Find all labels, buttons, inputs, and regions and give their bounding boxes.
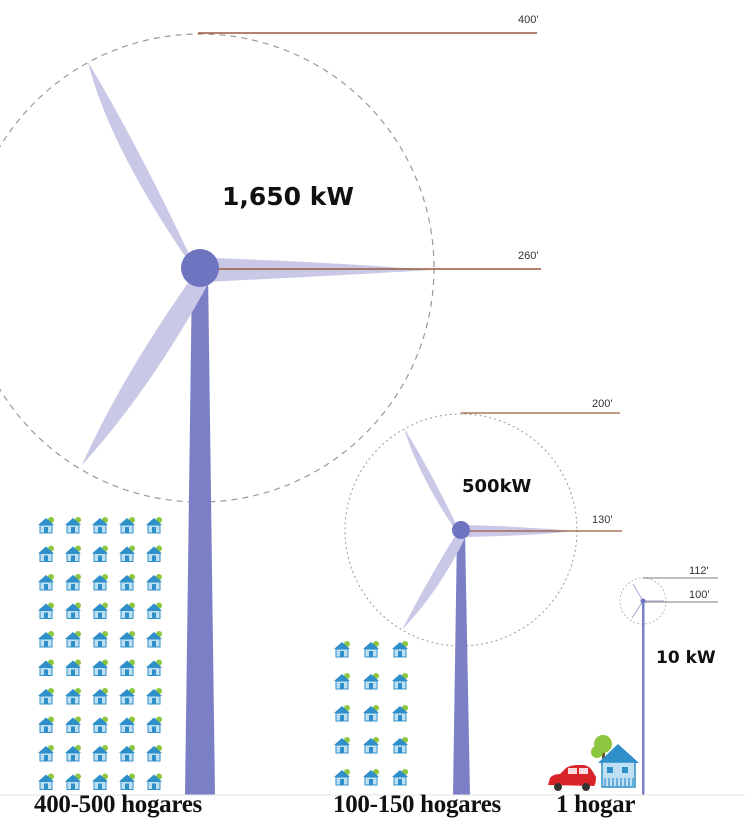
house-icon bbox=[146, 716, 162, 733]
small-power-label: 10 kW bbox=[656, 648, 716, 668]
house-icon bbox=[38, 688, 54, 705]
house-icon bbox=[334, 673, 350, 690]
house-icon bbox=[146, 574, 162, 591]
house-icon bbox=[38, 631, 54, 648]
house-icon bbox=[146, 773, 162, 790]
house-icon bbox=[146, 745, 162, 762]
house-icon bbox=[65, 745, 81, 762]
house-icon bbox=[334, 705, 350, 722]
small-hub bbox=[640, 598, 646, 604]
house-icon bbox=[119, 745, 135, 762]
house-icon bbox=[65, 574, 81, 591]
small-rotor-circle bbox=[619, 577, 667, 625]
medium-tip-height-label: 200' bbox=[592, 398, 613, 410]
house-icon bbox=[38, 745, 54, 762]
house-icon bbox=[92, 545, 108, 562]
house-icon bbox=[363, 769, 379, 786]
large-homes-label: 400-500 hogares bbox=[34, 791, 202, 818]
small-tip-height-label: 112' bbox=[689, 565, 709, 577]
house-icon bbox=[119, 688, 135, 705]
house-grid-medium bbox=[334, 641, 408, 786]
large-power-label: 1,650 kW bbox=[222, 182, 354, 211]
house-icon bbox=[392, 769, 408, 786]
house-icon bbox=[65, 602, 81, 619]
house-icon bbox=[334, 641, 350, 658]
house-icon bbox=[38, 773, 54, 790]
house-icon bbox=[392, 673, 408, 690]
house-icon bbox=[38, 659, 54, 676]
house-icon bbox=[334, 769, 350, 786]
large-blades bbox=[82, 62, 432, 465]
house-icon bbox=[38, 574, 54, 591]
house-icon bbox=[119, 716, 135, 733]
house-icon bbox=[598, 744, 639, 788]
house-icon bbox=[65, 688, 81, 705]
medium-blades bbox=[402, 428, 575, 630]
house-grid-large bbox=[38, 517, 162, 790]
house-icon bbox=[392, 737, 408, 754]
car-icon bbox=[548, 765, 596, 791]
house-icon bbox=[363, 673, 379, 690]
house-icon bbox=[92, 517, 108, 534]
small-blades bbox=[631, 583, 664, 619]
large-hub-height-label: 260' bbox=[518, 250, 539, 262]
house-icon bbox=[363, 705, 379, 722]
large-hub bbox=[181, 249, 219, 287]
medium-turbine bbox=[344, 412, 622, 795]
house-icon bbox=[38, 545, 54, 562]
medium-rotor-circle bbox=[344, 413, 578, 647]
house-icon bbox=[363, 641, 379, 658]
medium-tower bbox=[453, 532, 470, 795]
small-tower bbox=[642, 602, 645, 795]
house-icon bbox=[119, 659, 135, 676]
house-icon bbox=[92, 688, 108, 705]
house-icon bbox=[119, 631, 135, 648]
medium-hub-height-label: 130' bbox=[592, 514, 613, 526]
house-icon bbox=[146, 602, 162, 619]
large-tower bbox=[185, 270, 215, 795]
house-icon bbox=[65, 716, 81, 733]
house-icon bbox=[392, 705, 408, 722]
house-icon bbox=[92, 745, 108, 762]
house-icon bbox=[146, 659, 162, 676]
house-icon bbox=[65, 517, 81, 534]
house-icon bbox=[92, 602, 108, 619]
house-icon bbox=[92, 631, 108, 648]
house-icon bbox=[65, 773, 81, 790]
large-turbine bbox=[0, 32, 541, 795]
house-icon bbox=[146, 545, 162, 562]
house-icon bbox=[119, 773, 135, 790]
house-icon bbox=[334, 737, 350, 754]
medium-power-label: 500kW bbox=[462, 476, 532, 497]
medium-hub bbox=[452, 521, 470, 539]
house-icon bbox=[119, 545, 135, 562]
house-icon bbox=[92, 574, 108, 591]
house-icon bbox=[38, 602, 54, 619]
house-icon bbox=[65, 545, 81, 562]
small-turbine bbox=[619, 577, 718, 795]
house-icon bbox=[38, 517, 54, 534]
house-icon bbox=[392, 641, 408, 658]
large-tip-height-label: 400' bbox=[518, 14, 539, 26]
house-icon bbox=[363, 737, 379, 754]
small-hub-height-label: 100' bbox=[689, 589, 710, 601]
house-icon bbox=[65, 631, 81, 648]
house-icon bbox=[92, 773, 108, 790]
house-icon bbox=[146, 517, 162, 534]
house-icon bbox=[92, 716, 108, 733]
house-icon bbox=[92, 659, 108, 676]
house-icon bbox=[119, 602, 135, 619]
house-icon bbox=[146, 688, 162, 705]
medium-homes-label: 100-150 hogares bbox=[333, 791, 501, 818]
house-icon bbox=[38, 716, 54, 733]
house-icon bbox=[119, 517, 135, 534]
house-icon bbox=[65, 659, 81, 676]
house-icon bbox=[119, 574, 135, 591]
small-homes-label: 1 hogar bbox=[556, 791, 636, 818]
house-icon bbox=[146, 631, 162, 648]
